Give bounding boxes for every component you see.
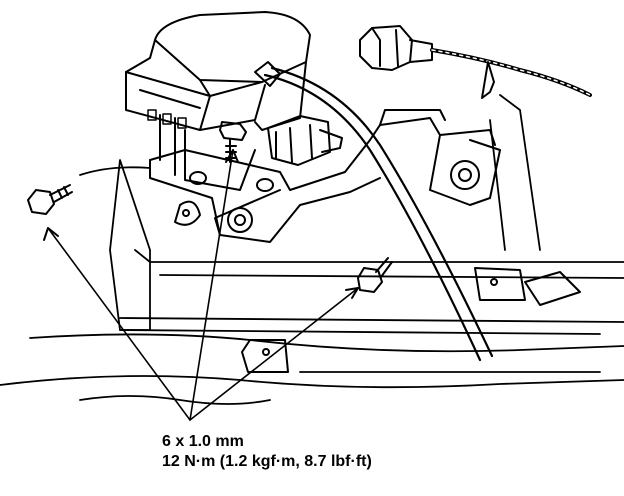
mounting-tab-left — [241, 339, 289, 373]
bolt-size-label: 6 x 1.0 mm — [162, 433, 244, 450]
body-panel — [0, 94, 624, 405]
bolt-top — [219, 121, 247, 163]
actuator-housing — [125, 11, 311, 191]
bolt-left — [27, 184, 73, 215]
control-cable — [254, 61, 494, 362]
callout-leaders — [43, 149, 359, 421]
torque-spec-label: 12 N·m (1.2 kgf·m, 8.7 lbf·ft) — [162, 453, 372, 470]
bolt-lower — [357, 257, 393, 293]
mounting-tab-right — [474, 267, 581, 306]
harness-connector — [359, 25, 592, 99]
connector-plug — [267, 115, 343, 166]
mounting-bracket — [149, 109, 501, 243]
